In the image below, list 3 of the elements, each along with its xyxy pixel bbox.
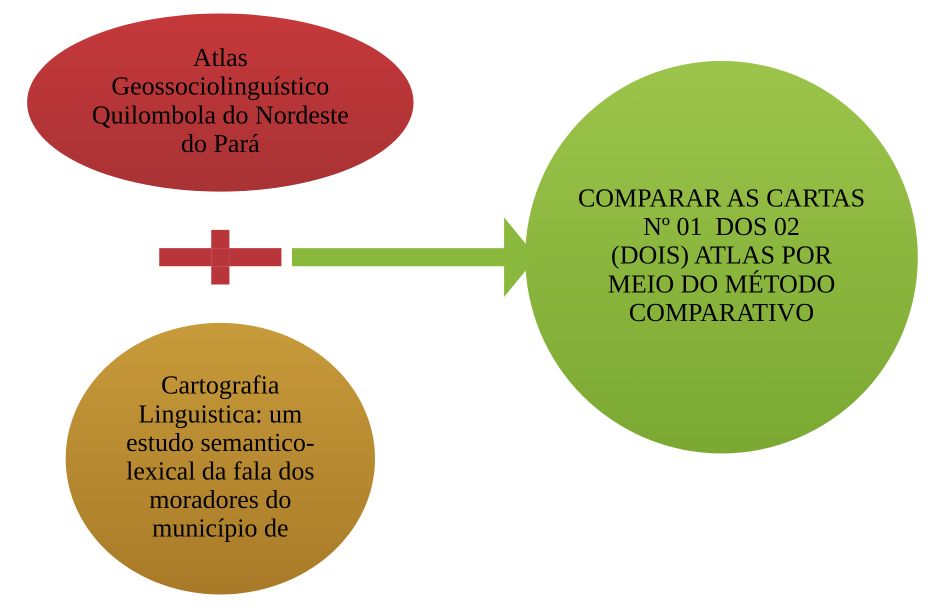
node-circle: COMPARAR AS CARTAS Nº 01 DOS 02 (DOIS) ATLAS POR MEIO DO MÉTODO COMPARATIVO: [524, 60, 918, 454]
node-ellipse: Atlas Geossociolinguístico Quilombola do Nordeste do Pará: [26, 13, 414, 192]
node-ellipse: Cartografia Linguistica: um estudo semantico-lexical da fala dos moradores do município de: [65, 322, 374, 595]
